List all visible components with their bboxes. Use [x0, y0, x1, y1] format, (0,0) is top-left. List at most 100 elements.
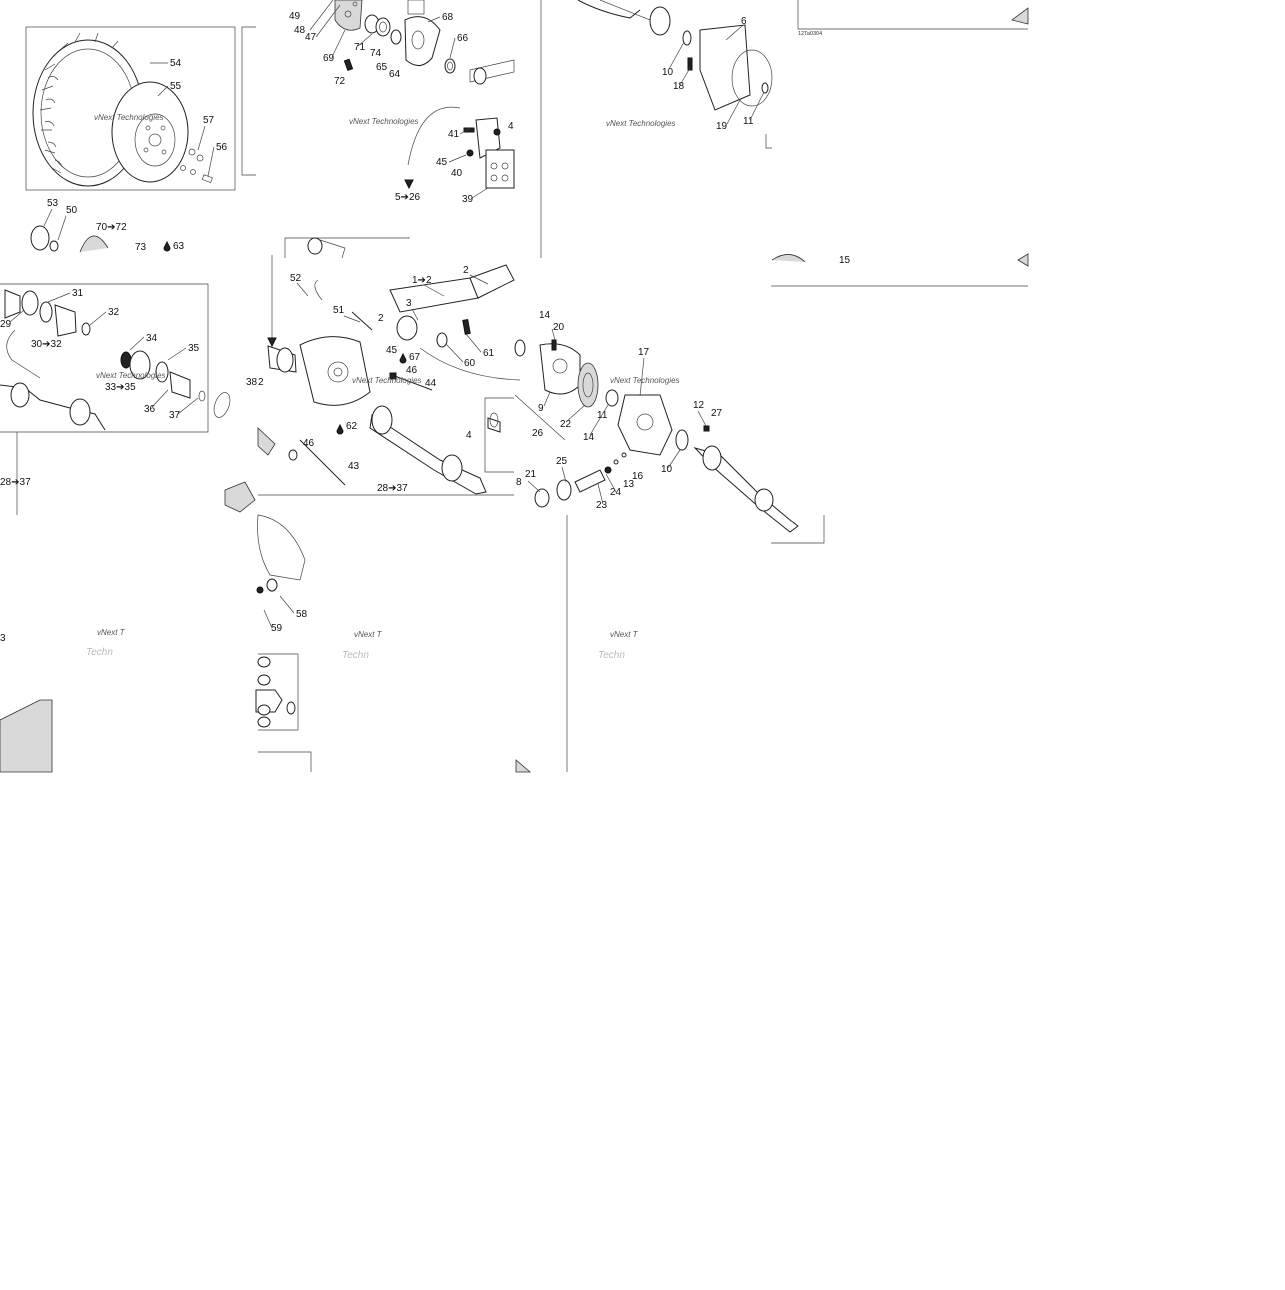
callout: 41: [448, 129, 460, 140]
watermarks-faint: Techn Techn Techn: [86, 647, 625, 661]
callout: 3: [406, 298, 412, 309]
callout: 2: [463, 265, 469, 276]
callout: 74: [370, 48, 382, 59]
callout: 39: [462, 194, 474, 205]
mount-plate: [257, 427, 276, 456]
o-ring: [731, 49, 773, 107]
tire-and-rim-group: [32, 32, 213, 187]
housing-outline: [257, 514, 306, 581]
callout: 61: [483, 348, 495, 359]
rear-housing-group: [577, 0, 1029, 111]
pinion-shaft: [574, 469, 606, 493]
rear-differential-group: [487, 253, 1029, 533]
callout: 45: [436, 157, 448, 168]
callout: 10: [661, 464, 673, 475]
callout: 52: [290, 273, 302, 284]
watermark-text: vNext Technologies: [610, 376, 680, 385]
watermark-text: vNext Technologies: [96, 371, 166, 380]
boot-clamp: [129, 350, 151, 380]
callout: 70➔72: [96, 222, 127, 233]
watermarks: vNext Technologies vNext Technologies vN…: [94, 113, 680, 639]
lower-fragments: [0, 481, 532, 773]
callout-labels: 54 55 57 56 53 50 70➔72 73 63 49 48 47 6…: [0, 11, 851, 644]
inner-cv-joint: [21, 290, 39, 316]
callout: 66: [457, 33, 469, 44]
drive-shaft-left-group: [0, 225, 231, 431]
callout: 22: [560, 419, 572, 430]
watermark-text: vNext Technologies: [606, 119, 676, 128]
panel-frames: [0, 0, 1028, 772]
axle-stub: [469, 59, 515, 83]
callout: 50: [66, 205, 78, 216]
callout: 27: [711, 408, 723, 419]
callout: 15: [839, 255, 851, 266]
rim: [111, 81, 189, 183]
callout: 62: [346, 421, 358, 432]
rear-diff-housing: [617, 394, 673, 456]
callout: 4: [466, 430, 472, 441]
brake-disc: [334, 0, 363, 31]
watermark-text: Techn: [598, 650, 625, 661]
callout: 73: [135, 242, 147, 253]
watermark-text: vNext Technologies: [352, 376, 422, 385]
callout: 28➔37: [377, 483, 408, 494]
callout: 28➔37: [0, 477, 31, 488]
callout: 32: [108, 307, 120, 318]
chassis-fragment: [0, 699, 53, 773]
watermark-text: vNext T: [97, 628, 126, 637]
callout: 56: [216, 142, 228, 153]
callout: 38: [246, 377, 258, 388]
callout: 46: [406, 365, 418, 376]
callout: 65: [376, 62, 388, 73]
callout: 71: [354, 42, 366, 53]
cv-boot-small: [54, 304, 77, 337]
callout: 47: [305, 32, 317, 43]
callout: 24: [610, 487, 622, 498]
callout: 2: [378, 313, 384, 324]
ring-seal: [213, 392, 231, 418]
callout: 6: [741, 16, 747, 27]
bumper-plate: [485, 149, 515, 189]
diff-carrier: [539, 343, 581, 395]
callout: 8: [516, 477, 522, 488]
bearing-race: [30, 225, 50, 251]
watermark-text: vNext T: [610, 630, 639, 639]
callout: 48: [294, 25, 306, 36]
callout: 19: [716, 121, 728, 132]
steering-knuckle: [404, 16, 441, 66]
callout: 40: [451, 168, 463, 179]
bracket-group: [463, 117, 515, 189]
callout: 60: [464, 358, 476, 369]
callout: 25: [556, 456, 568, 467]
callout: 12: [693, 400, 705, 411]
callout: 67: [409, 352, 421, 363]
bolt: [343, 58, 354, 72]
callout: 20: [553, 322, 565, 333]
callout: 45: [386, 345, 398, 356]
callout: 72: [334, 76, 346, 87]
callout: 53: [47, 198, 59, 209]
stud-43: [299, 439, 346, 486]
callout: 31: [72, 288, 84, 299]
callout: 18: [673, 81, 685, 92]
callout: 64: [389, 69, 401, 80]
callout: 44: [425, 378, 437, 389]
callout: 29: [0, 319, 12, 330]
leader-lines: [9, 0, 765, 629]
housing-cover: [699, 24, 751, 111]
callout: 11: [597, 410, 608, 421]
callout: 55: [170, 81, 182, 92]
callout: 2: [258, 377, 264, 388]
lug-nut: [188, 148, 196, 156]
callout: 23: [596, 500, 608, 511]
watermark-text: vNext T: [354, 630, 383, 639]
callout: 17: [638, 347, 650, 358]
callout: 34: [146, 333, 158, 344]
callout: 9: [538, 403, 544, 414]
watermark-text: vNext Technologies: [349, 117, 419, 126]
callout: 3: [0, 633, 6, 644]
callout: 21: [525, 469, 537, 480]
propeller-shaft: [389, 277, 479, 313]
